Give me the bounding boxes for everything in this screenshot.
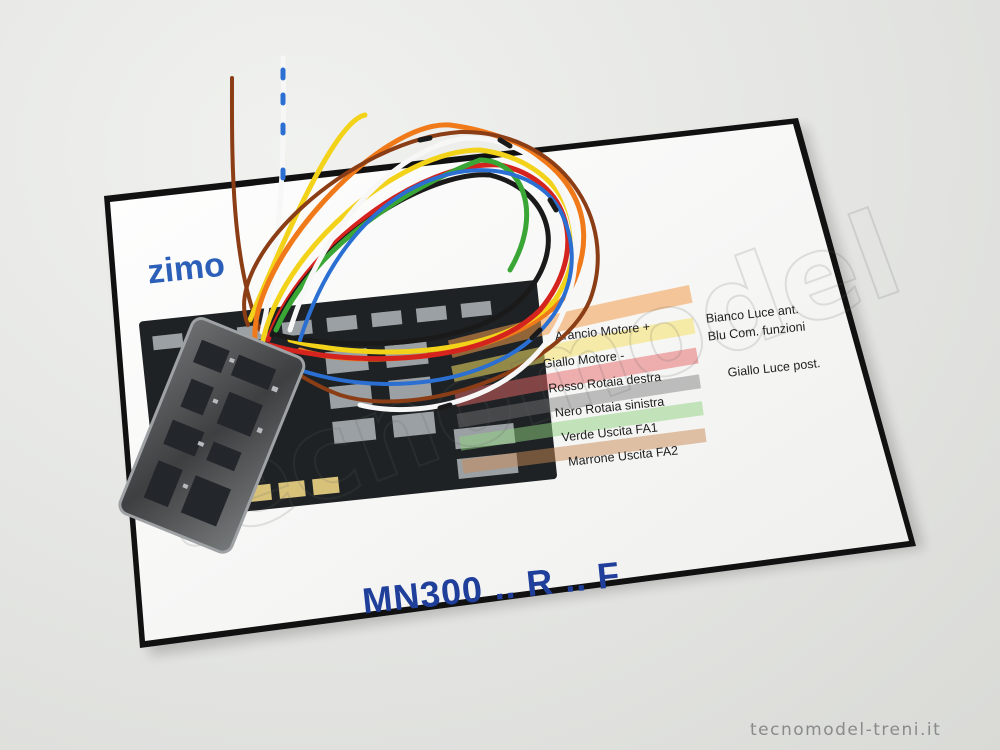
footer-watermark: tecnomodel-treni.it [750,720,941,740]
zimo-logo: zimo [146,246,227,292]
svg-text:zimo: zimo [146,246,227,292]
decoder-module [118,317,306,554]
decoder-wires [229,55,600,413]
